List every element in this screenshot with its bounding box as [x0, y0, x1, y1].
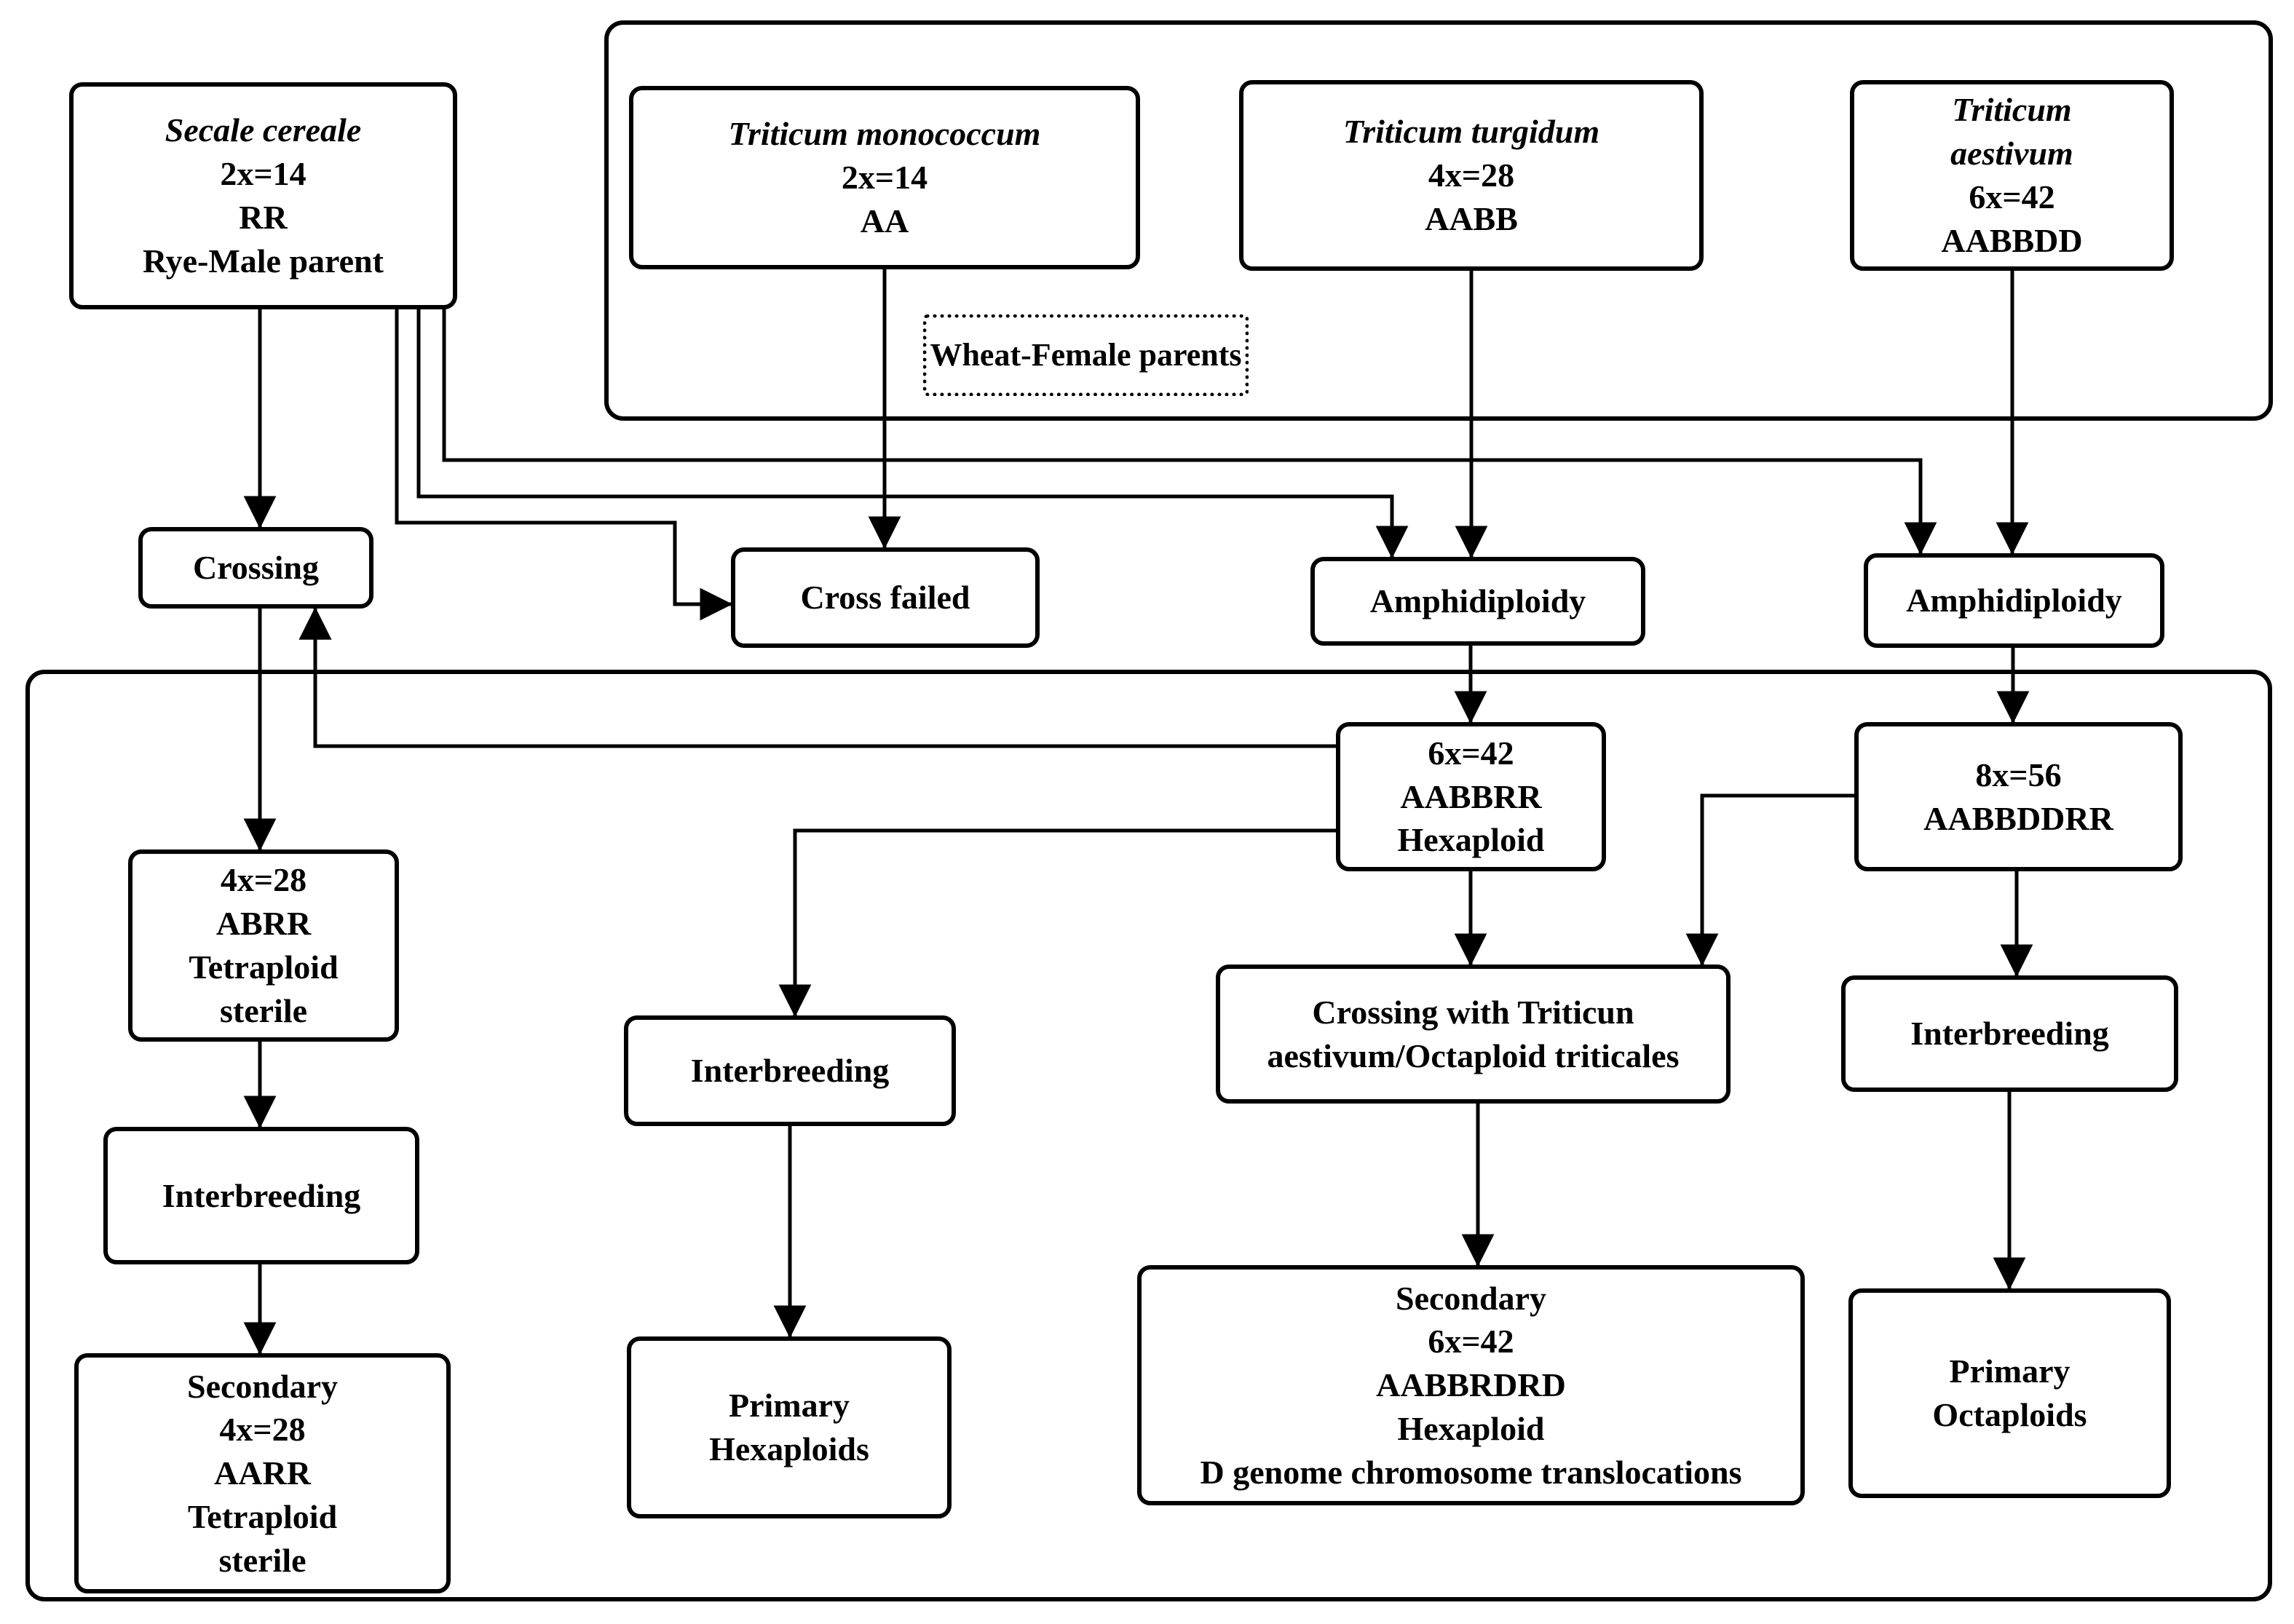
node-triticum-aestivum-text: aestivum: [1950, 135, 2073, 173]
node-secondary-hexaploid-text: D genome chromosome translocations: [1200, 1453, 1742, 1491]
node-crossing-with-triticum-text: aestivum/Octaploid triticales: [1267, 1037, 1680, 1074]
node-cross-failed-text: Cross failed: [800, 579, 970, 617]
node-primary-hexaploids-text: Primary: [728, 1387, 850, 1425]
node-triticum-aestivum-text: 6x=42: [1969, 178, 2055, 215]
node-octoploid-aabbddrr-text: 8x=56: [1975, 756, 2062, 793]
label-wheat-female-parents: Wheat-Female parents: [923, 314, 1249, 396]
node-secondary-hexaploid-text: Secondary: [1396, 1279, 1546, 1317]
node-primary-octaploids-text: Primary: [1949, 1352, 2070, 1390]
node-secondary-hexaploid-text: 6x=42: [1428, 1323, 1514, 1360]
node-tetraploid-abrr-text: Tetraploid: [189, 948, 339, 986]
node-amphidiploidy-1: Amphidiploidy: [1310, 557, 1645, 646]
node-crossing-with-triticum: Crossing with Triticun aestivum/Octaploid…: [1216, 965, 1731, 1104]
label-wheat-female-parents-text: Wheat-Female parents: [930, 337, 1242, 373]
node-secondary-tetraploid-text: Tetraploid: [187, 1497, 338, 1535]
node-secale-cereale-text: Rye-Male parent: [143, 242, 384, 280]
triticale-products-container: [25, 670, 2272, 1601]
node-crossing-text: Crossing: [193, 549, 319, 587]
node-secale-cereale-text: 2x=14: [220, 155, 306, 193]
edge-secale-to-amphidiploidy-2: [442, 309, 1937, 555]
node-crossing: Crossing: [138, 527, 373, 609]
node-octoploid-aabbddrr-text: AABBDDRR: [1923, 799, 2113, 837]
node-interbreeding-right: Interbreeding: [1841, 975, 2178, 1092]
node-interbreeding-mid-text: Interbreeding: [690, 1052, 890, 1090]
node-secale-cereale-text: RR: [239, 199, 288, 236]
node-hexaploid-aabbrr-text: 6x=42: [1428, 734, 1514, 772]
node-hexaploid-aabbrr-text: Hexaploid: [1397, 821, 1545, 859]
edge-hexaploid-backcross-to-crossing: [298, 606, 1336, 748]
node-secondary-hexaploid-text: AABBRDRD: [1376, 1366, 1566, 1404]
node-interbreeding-left-text: Interbreeding: [162, 1176, 361, 1214]
edge-hexaploid-to-interbreeding-mid: [778, 828, 1336, 1018]
node-amphidiploidy-1-text: Amphidiploidy: [1369, 582, 1586, 620]
node-interbreeding-left: Interbreeding: [103, 1127, 419, 1264]
node-triticum-aestivum-text: AABBDD: [1941, 221, 2083, 259]
node-triticum-turgidum-text: 4x=28: [1428, 157, 1515, 194]
edge-secale-to-amphidiploidy-1: [416, 309, 1409, 559]
node-tetraploid-abrr-text: 4x=28: [220, 861, 307, 899]
node-primary-octaploids-text: Octaploids: [1932, 1396, 2087, 1433]
node-primary-hexaploids-text: Hexaploids: [709, 1430, 869, 1467]
node-triticum-turgidum-text: AABB: [1425, 199, 1518, 237]
node-secondary-tetraploid-text: sterile: [218, 1541, 306, 1579]
node-secondary-tetraploid-text: AARR: [214, 1454, 311, 1492]
node-secondary-tetraploid-text: 4x=28: [219, 1411, 306, 1449]
node-secale-cereale-text: Secale cereale: [165, 111, 362, 149]
node-triticum-monococcum-text: AA: [860, 202, 909, 239]
wheat-parents-container: [604, 20, 2273, 421]
node-triticum-monococcum-text: Triticum monococcum: [728, 115, 1041, 153]
node-tetraploid-abrr-text: ABRR: [215, 905, 312, 943]
node-tetraploid-abrr-text: sterile: [219, 991, 308, 1029]
node-secondary-hexaploid-text: Hexaploid: [1397, 1409, 1545, 1447]
node-triticum-monococcum-text: 2x=14: [841, 159, 928, 197]
node-triticum-aestivum-text: Triticum: [1952, 91, 2072, 129]
node-hexaploid-aabbrr-text: AABBRR: [1400, 777, 1542, 815]
node-interbreeding-mid: Interbreeding: [624, 1015, 956, 1126]
node-amphidiploidy-2: Amphidiploidy: [1864, 553, 2164, 648]
node-secondary-tetraploid-text: Secondary: [187, 1367, 338, 1405]
node-amphidiploidy-2-text: Amphidiploidy: [1906, 582, 2122, 619]
node-cross-failed: Cross failed: [731, 547, 1040, 648]
edge-secale-to-cross-failed: [395, 309, 733, 621]
edge-octoploid-to-crossing-with: [1685, 793, 1854, 967]
node-interbreeding-right-text: Interbreeding: [1910, 1015, 2109, 1053]
node-triticum-turgidum-text: Triticum turgidum: [1342, 113, 1600, 151]
node-crossing-with-triticum-text: Crossing with Triticun: [1312, 993, 1634, 1031]
